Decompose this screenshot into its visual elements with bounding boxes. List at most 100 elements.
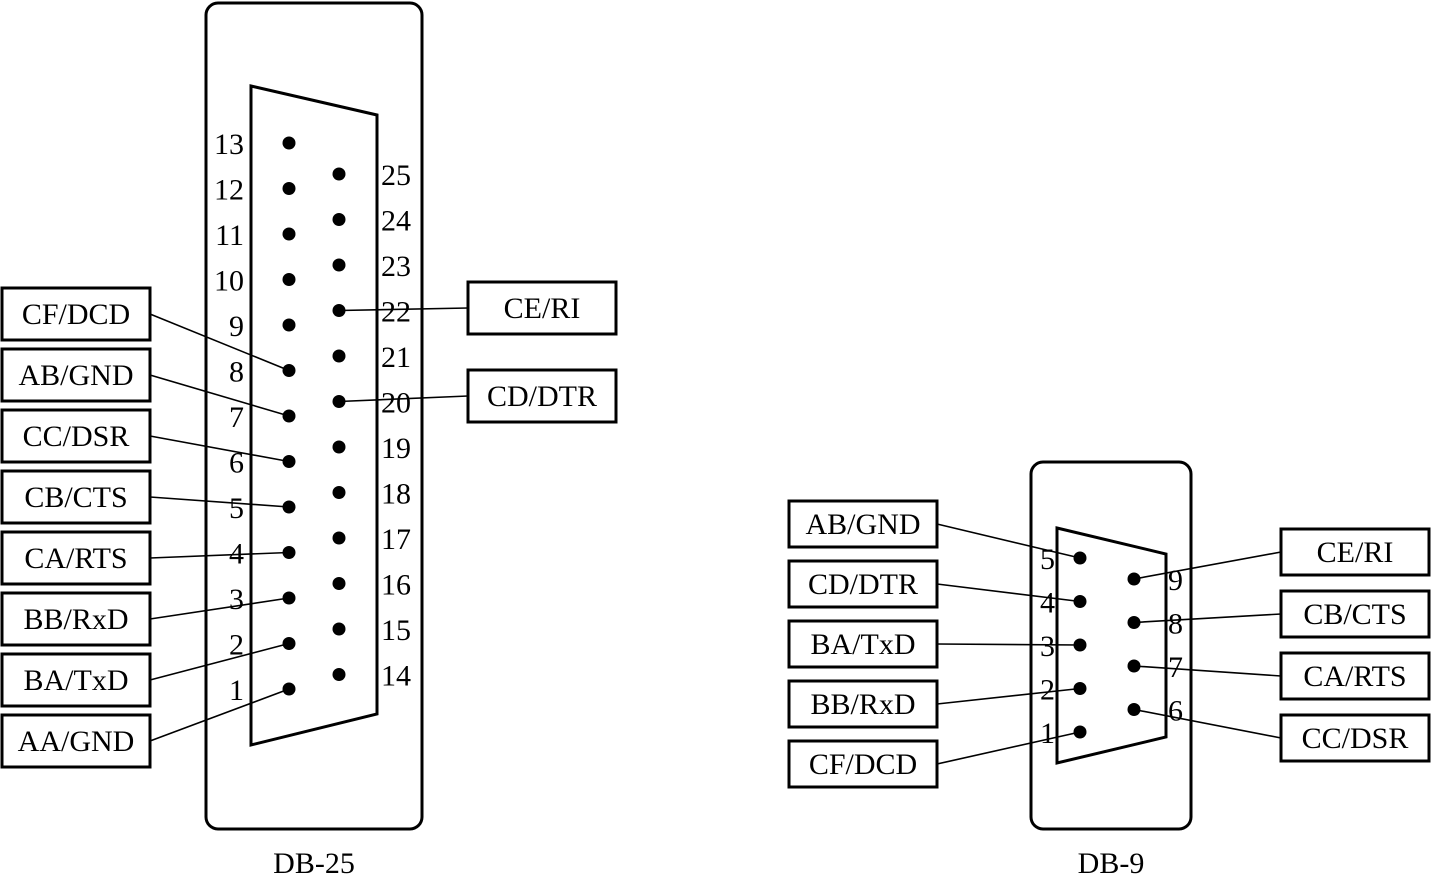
db9-outer-shell	[1029, 460, 1193, 831]
db25-signal-wire	[149, 597, 290, 620]
db25-signal-wire	[149, 551, 290, 559]
db9-signal-box-frame	[787, 739, 939, 789]
db25-pin-16	[332, 577, 346, 590]
db25-signal-wire	[149, 496, 290, 508]
db9-signal-box: CC/DSR	[1279, 713, 1431, 763]
db9-signal-box: CA/RTS	[1279, 651, 1431, 701]
db9-signal-box-frame	[1279, 527, 1431, 577]
db25-pin-number: 22	[381, 296, 411, 329]
db25-signal-wire	[149, 374, 290, 417]
db9-signal-label: AB/GND	[805, 508, 920, 541]
db9-signal-label: CC/DSR	[1302, 722, 1409, 755]
db25-signal-box-frame	[466, 280, 618, 336]
db25-pin-number: 12	[214, 174, 244, 207]
db25-pin-number: 16	[381, 569, 411, 602]
db9-signal-wire	[936, 687, 1081, 705]
db9-signal-wire	[1133, 551, 1282, 580]
db25-pin-17	[332, 531, 346, 545]
db25-pin-14	[332, 668, 346, 681]
db25-signal-label: BB/RxD	[23, 603, 128, 636]
db9-pin-number: 7	[1168, 651, 1183, 684]
db25-trapezoid-face	[249, 84, 379, 747]
db25-pin-9	[282, 318, 296, 332]
db25-connector: 1312111098765432125242322212019181716151…	[0, 1, 618, 876]
db9-pin-number: 5	[1040, 543, 1055, 576]
db25-signal-label: CA/RTS	[24, 542, 127, 575]
db25-pin-2	[282, 637, 296, 650]
db25-pin-number: 1	[229, 674, 244, 707]
db25-pin-number: 4	[229, 538, 244, 571]
db25-pin-15	[332, 622, 346, 636]
db9-pin-2	[1073, 682, 1087, 695]
db25-signal-box-frame	[466, 368, 618, 424]
db9-pin-8	[1127, 616, 1141, 629]
db25-pin-3	[282, 591, 296, 605]
db9-pin-6	[1127, 703, 1141, 716]
db25-pin-number: 6	[229, 447, 244, 480]
db9-signal-label: CA/RTS	[1303, 660, 1406, 693]
db9-signal-wire	[936, 643, 1081, 646]
db25-pin-number: 8	[229, 356, 244, 389]
db25-pin-10	[282, 273, 296, 286]
db9-signal-box: CB/CTS	[1279, 589, 1431, 639]
db9-pin-number: 6	[1168, 695, 1183, 728]
db9-signal-box-frame	[787, 679, 939, 729]
db25-pin-number: 19	[381, 432, 411, 465]
db9-signal-label: CB/CTS	[1303, 598, 1406, 631]
db25-pin-number: 10	[214, 265, 244, 298]
db25-signal-label: CB/CTS	[24, 481, 127, 514]
db9-pin-number: 1	[1040, 717, 1055, 750]
db25-pin-24	[332, 213, 346, 226]
db9-pin-number: 3	[1040, 630, 1055, 663]
db9-signal-label: BA/TxD	[811, 628, 916, 661]
db25-signal-label: BA/TxD	[24, 664, 129, 697]
db25-pin-number: 25	[381, 159, 411, 192]
db25-signal-wire	[149, 435, 290, 463]
db25-signal-box-frame	[0, 530, 152, 586]
db25-pin-number: 23	[381, 250, 411, 283]
db9-signal-box: CF/DCD	[787, 739, 939, 789]
db25-pin-number: 2	[229, 629, 244, 662]
db25-signal-wire	[149, 313, 290, 372]
db25-pin-number: 14	[381, 660, 411, 693]
db25-signal-box-frame	[0, 469, 152, 525]
db25-pin-number: 13	[214, 128, 244, 161]
db25-signal-box-frame	[0, 652, 152, 708]
db25-signal-label: AB/GND	[18, 359, 133, 392]
db25-signal-box: BA/TxD	[0, 652, 152, 708]
db25-pin-20	[332, 395, 346, 408]
db9-pin-number: 8	[1168, 608, 1183, 641]
db25-signal-box-frame	[0, 347, 152, 403]
db9-pin-7	[1127, 659, 1141, 673]
db9-signal-label: BB/RxD	[810, 688, 915, 721]
db25-signal-box: CA/RTS	[0, 530, 152, 586]
db25-pin-12	[282, 182, 296, 195]
db25-pin-6	[282, 455, 296, 468]
db25-signal-box: AB/GND	[0, 347, 152, 403]
db25-pin-number: 21	[381, 341, 411, 374]
db25-signal-label: CD/DTR	[487, 380, 597, 413]
db25-pin-21	[332, 349, 346, 363]
db9-signal-box-frame	[1279, 589, 1431, 639]
db9-signal-box: CD/DTR	[787, 559, 939, 609]
db25-pin-number: 3	[229, 583, 244, 616]
db25-pin-13	[282, 136, 296, 150]
db9-signal-box-frame	[1279, 651, 1431, 701]
db9-signal-wire	[1133, 708, 1282, 739]
db9-pin-number: 4	[1040, 587, 1055, 620]
db9-pin-1	[1073, 725, 1087, 739]
db9-caption: DB-9	[1078, 847, 1145, 876]
db9-signal-box: BA/TxD	[787, 619, 939, 669]
db25-outer-shell	[204, 1, 424, 831]
db25-signal-box-frame	[0, 591, 152, 647]
db9-signal-box-frame	[1279, 713, 1431, 763]
db25-pin-number: 9	[229, 310, 244, 343]
db25-pin-11	[282, 227, 296, 241]
db9-pin-4	[1073, 595, 1087, 608]
db25-pin-22	[332, 304, 346, 317]
db9-signal-box-frame	[787, 559, 939, 609]
db25-pin-number: 24	[381, 205, 411, 238]
db25-pin-23	[332, 258, 346, 272]
db25-pin-number: 5	[229, 492, 244, 525]
